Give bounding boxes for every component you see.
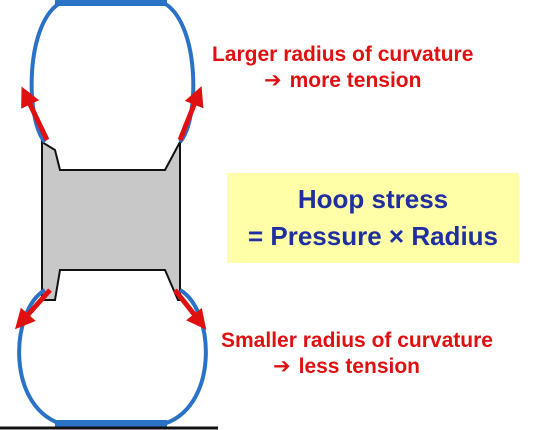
annotation-small-radius: Smaller radius of curvature ➔ less tensio… [221,328,493,381]
tension-arrow-bottom-right [173,288,207,330]
annotation-large-radius-line2-wrap: ➔ more tension [212,68,473,94]
grey-connector-wall [41,140,181,301]
annotation-small-radius-line1: Smaller radius of curvature [221,329,493,352]
lower-membrane-arc-left [17,288,66,427]
formula-title: Hoop stress [297,184,449,214]
annotation-small-radius-line2-wrap: ➔ less tension [221,354,493,380]
tension-arrow-top-left [21,86,50,142]
annotation-small-radius-line2: less tension [298,355,420,379]
lower-cap [55,420,167,428]
annotation-large-radius-line1: Larger radius of curvature [212,43,474,66]
annotation-large-radius-line2: more tension [289,69,422,93]
upper-membrane-arc-left [29,0,64,144]
upper-cap [55,0,167,6]
lower-membrane-arc-right [159,288,208,427]
tension-arrow-bottom-left [15,288,52,330]
hoop-stress-formula-box: Hoop stress = Pressure × Radius [227,173,519,263]
right-arrow-icon: ➔ [273,355,291,379]
formula-equation: = Pressure × Radius [247,221,499,251]
tension-arrow-top-right [177,86,204,141]
annotation-large-radius: Larger radius of curvature ➔ more tension [212,42,473,95]
right-arrow-icon: ➔ [264,69,282,93]
